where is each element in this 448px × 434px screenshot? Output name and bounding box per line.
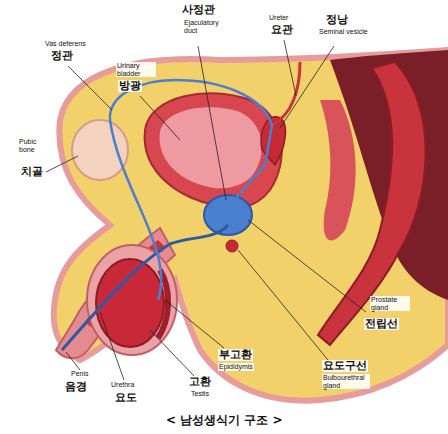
caption: < 남성생식기 구조 > xyxy=(166,412,283,429)
part-name-english: Ejaculatory duct xyxy=(183,19,225,34)
part-label: 부고환 xyxy=(218,349,253,361)
part-label: 요관 xyxy=(270,24,294,36)
part-label: 치골 xyxy=(20,166,44,178)
bulbourethral-gland xyxy=(226,240,238,252)
part-name-english: Penis xyxy=(70,370,90,378)
scrotum xyxy=(87,245,177,355)
prostate xyxy=(204,195,252,235)
part-name-english: Vas deferens xyxy=(44,40,87,48)
part-label: 요도 xyxy=(114,392,138,404)
body-tissue xyxy=(54,50,448,401)
part-label: 음경 xyxy=(64,381,88,393)
rectum xyxy=(318,62,426,345)
epididymis xyxy=(158,270,168,338)
part-label: 사정관 xyxy=(181,4,216,16)
part-name-english: Seminal vesicle xyxy=(318,28,369,36)
part-label: 고환 xyxy=(188,376,212,388)
part-name-english: Epididymis xyxy=(218,363,254,371)
part-name-english: Ureter xyxy=(268,14,289,22)
part-name-english: Bulbourethral gland xyxy=(322,374,370,389)
bladder xyxy=(145,93,282,208)
leader-lines xyxy=(46,40,366,380)
part-label: 정관 xyxy=(50,50,74,62)
vas-deferens xyxy=(110,80,272,300)
part-name-english: Urethra xyxy=(110,381,135,389)
part-label: 방광 xyxy=(118,80,142,92)
part-name-english: Pubic bone xyxy=(18,138,50,153)
pubic-bone xyxy=(72,120,128,180)
part-label: 전립선 xyxy=(364,318,399,330)
part-label: 정낭 xyxy=(325,14,349,26)
urethra xyxy=(62,225,228,350)
rectum-inner xyxy=(320,100,356,240)
bladder-inner xyxy=(160,107,262,188)
part-label: 요도구선 xyxy=(322,360,368,372)
part-name-english: Prostate gland xyxy=(370,296,410,311)
part-name-english: Testis xyxy=(190,390,210,398)
part-name-english: Urinary bladder xyxy=(116,62,156,77)
